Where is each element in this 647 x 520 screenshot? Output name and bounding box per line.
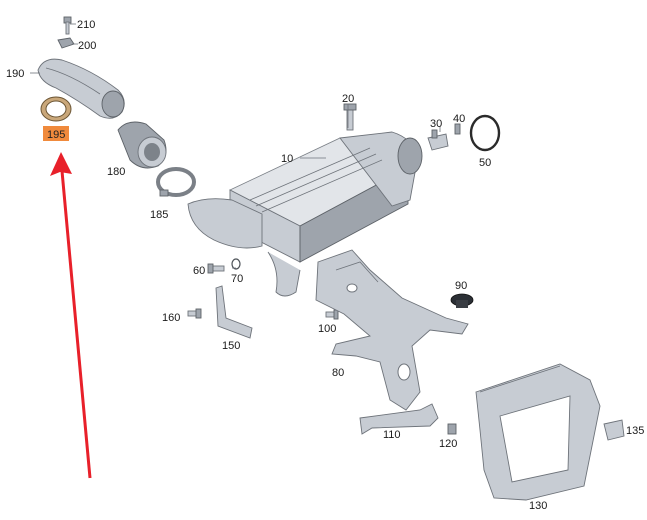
callout-20[interactable]: 20 [342,93,354,105]
part-60-bolt[interactable] [207,263,225,274]
part-120-bolt[interactable] [447,423,457,435]
part-130-frame[interactable] [475,363,601,501]
part-160-bolt[interactable] [187,308,202,319]
callout-180[interactable]: 180 [107,166,125,178]
part-90-cap[interactable] [450,293,474,308]
part-80-bracket[interactable] [315,249,469,411]
part-195-seal-ring[interactable] [40,96,72,122]
callout-160[interactable]: 160 [162,312,180,324]
part-180-sleeve[interactable] [117,121,167,169]
callout-90[interactable]: 90 [455,280,467,292]
highlight-box-195 [43,126,69,141]
red-arrow-pointer [50,152,92,479]
callout-80[interactable]: 80 [332,367,344,379]
callout-60[interactable]: 60 [193,265,205,277]
callout-100[interactable]: 100 [318,323,336,335]
callout-70[interactable]: 70 [231,273,243,285]
callout-130[interactable]: 130 [529,500,547,512]
part-200-clip[interactable] [57,37,75,49]
part-135-clip[interactable] [603,419,625,441]
part-20-sensor[interactable] [343,103,357,131]
callout-40[interactable]: 40 [453,113,465,125]
callout-30[interactable]: 30 [430,118,442,130]
callout-150[interactable]: 150 [222,340,240,352]
part-110-bracket[interactable] [359,403,439,435]
part-50-o-ring[interactable] [469,114,501,152]
callout-185[interactable]: 185 [150,209,168,221]
callout-110[interactable]: 110 [383,429,401,441]
part-10-intercooler[interactable] [187,131,423,297]
part-210-bolt[interactable] [63,16,72,35]
callout-50[interactable]: 50 [479,157,491,169]
callout-10[interactable]: 10 [281,153,293,165]
part-70-washer[interactable] [231,258,241,270]
part-190-hose[interactable] [37,58,125,119]
callout-210[interactable]: 210 [77,19,95,31]
callout-200[interactable]: 200 [78,40,96,52]
part-40-screw[interactable] [454,123,461,135]
callout-195[interactable]: 195 [47,129,65,141]
part-30-sensor[interactable] [427,129,449,151]
leader-lines [30,23,441,269]
part-100-bolt[interactable] [325,309,339,320]
callout-120[interactable]: 120 [439,438,457,450]
part-150-bracket[interactable] [215,285,253,339]
part-185-clamp[interactable] [156,167,196,197]
callout-190[interactable]: 190 [6,68,24,80]
callout-135[interactable]: 135 [626,425,644,437]
